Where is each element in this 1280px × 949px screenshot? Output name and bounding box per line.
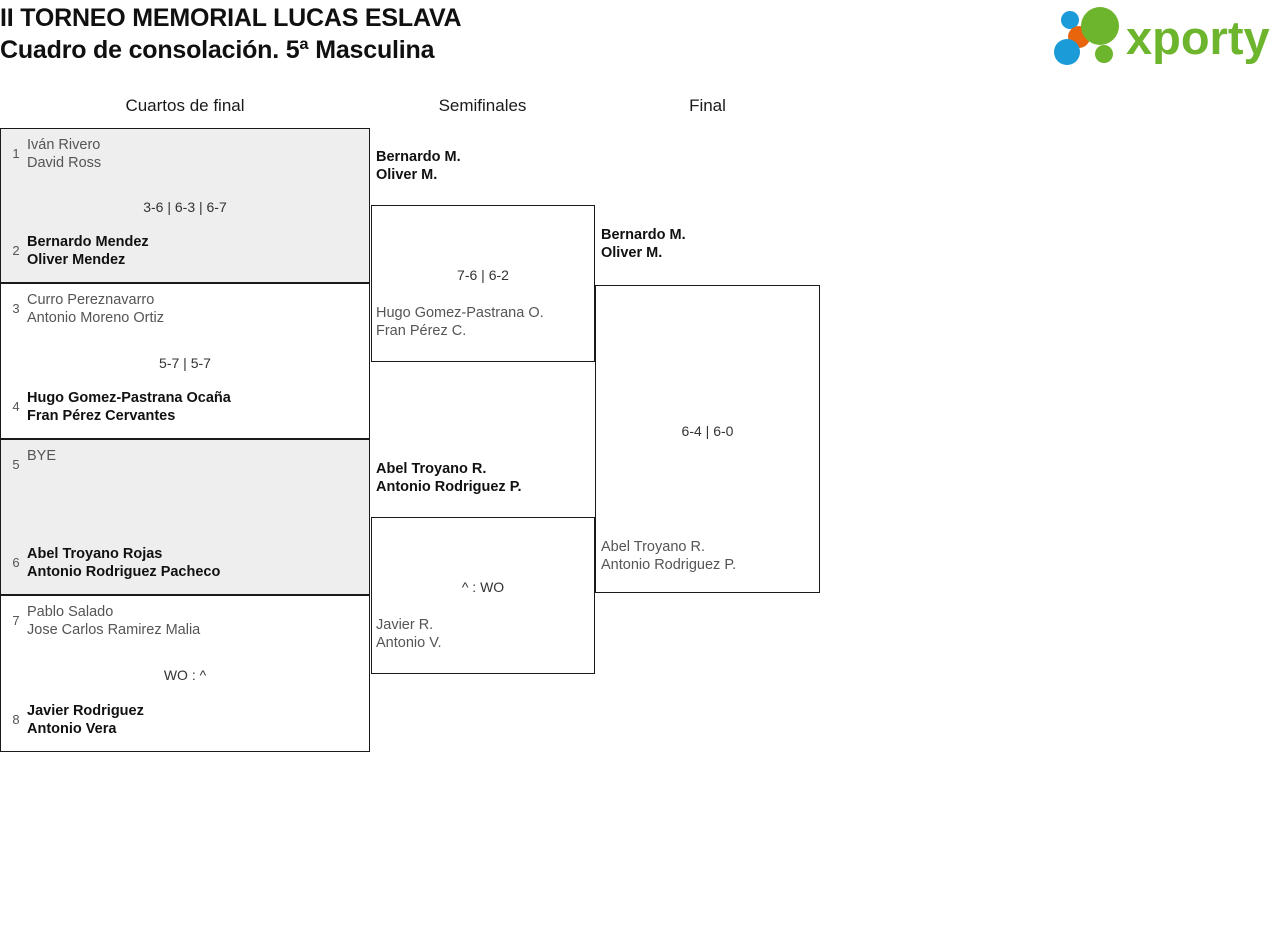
round-header-final: Final xyxy=(689,96,726,115)
player-name: Antonio V. xyxy=(376,635,442,651)
match-final-box[interactable]: 6-4 | 6-0 xyxy=(595,285,820,593)
player-name: Iván Rivero xyxy=(27,137,101,153)
player-name: Antonio Moreno Ortiz xyxy=(27,310,165,326)
match-score: 6-4 | 6-0 xyxy=(681,423,734,439)
qf-1-top-slot[interactable]: 1 Iván Rivero David Ross xyxy=(1,136,369,178)
player-name: Antonio Rodriguez Pacheco xyxy=(27,564,221,580)
seed-number: 7 xyxy=(12,613,20,628)
player-name: Antonio Rodriguez P. xyxy=(376,479,522,495)
qf-4-top-slot[interactable]: 7 Pablo Salado Jose Carlos Ramirez Malia xyxy=(1,603,369,645)
logo-dots-icon xyxy=(1054,7,1119,65)
player-name: Fran Pérez Cervantes xyxy=(27,408,176,424)
tournament-name: II TORNEO MEMORIAL LUCAS ESLAVA xyxy=(0,4,462,32)
player-name: Fran Pérez C. xyxy=(376,323,467,339)
sf-1-top-team[interactable]: Bernardo M. Oliver M. xyxy=(376,148,461,184)
player-name: Curro Pereznavarro xyxy=(27,292,155,308)
team-name: Hugo Gomez-Pastrana Ocaña Fran Pérez Cer… xyxy=(27,389,363,425)
round-header-semifinals: Semifinales xyxy=(438,96,527,115)
seed-number: 8 xyxy=(12,712,20,727)
xporty-logo[interactable]: xporty xyxy=(1048,4,1276,68)
seed-number: 4 xyxy=(12,399,20,414)
bracket-subtitle: Cuadro de consolación. 5ª Masculina xyxy=(0,36,435,64)
player-name: Abel Troyano R. xyxy=(376,461,487,477)
seed-number: 2 xyxy=(12,243,20,258)
player-name: David Ross xyxy=(27,155,102,171)
qf-2-top-slot[interactable]: 3 Curro Pereznavarro Antonio Moreno Orti… xyxy=(1,291,369,333)
team-name: Pablo Salado Jose Carlos Ramirez Malia xyxy=(27,603,363,639)
team-name: Javier Rodriguez Antonio Vera xyxy=(27,702,363,738)
team-name: Bernardo Mendez Oliver Mendez xyxy=(27,233,363,269)
final-bottom-team[interactable]: Abel Troyano R. Antonio Rodriguez P. xyxy=(601,538,736,574)
match-score: ^ : WO xyxy=(461,579,505,595)
player-name: Oliver Mendez xyxy=(27,252,126,268)
player-name: Oliver M. xyxy=(376,167,438,183)
final-top-team[interactable]: Bernardo M. Oliver M. xyxy=(601,226,686,262)
page-title: II TORNEO MEMORIAL LUCAS ESLAVA Cuadro d… xyxy=(0,2,900,66)
seed-number: 3 xyxy=(12,301,20,316)
team-name: Abel Troyano Rojas Antonio Rodriguez Pac… xyxy=(27,545,363,581)
qf-3-bottom-slot[interactable]: 6 Abel Troyano Rojas Antonio Rodriguez P… xyxy=(1,545,369,587)
match-sf-1-box[interactable]: 7-6 | 6-2 xyxy=(371,205,595,362)
team-name: BYE xyxy=(27,447,363,465)
match-score: 7-6 | 6-2 xyxy=(457,267,509,283)
match-qf-4[interactable]: 7 Pablo Salado Jose Carlos Ramirez Malia… xyxy=(0,595,370,752)
player-name: Pablo Salado xyxy=(27,604,114,620)
player-name: Jose Carlos Ramirez Malia xyxy=(27,622,201,638)
player-name: Bernardo M. xyxy=(376,149,461,165)
round-header-quarterfinals: Cuartos de final xyxy=(125,96,245,115)
sf-2-bottom-team[interactable]: Javier R. Antonio V. xyxy=(376,616,442,652)
match-qf-3[interactable]: 5 BYE 6 Abel Troyano Rojas Antonio Rodri… xyxy=(0,439,370,595)
player-name: Antonio Rodriguez P. xyxy=(601,557,737,573)
player-name: Hugo Gomez-Pastrana O. xyxy=(376,305,544,321)
qf-3-top-slot[interactable]: 5 BYE xyxy=(1,447,369,489)
player-name: Javier R. xyxy=(376,617,434,633)
match-qf-2[interactable]: 3 Curro Pereznavarro Antonio Moreno Orti… xyxy=(0,283,370,439)
player-name: Hugo Gomez-Pastrana Ocaña xyxy=(27,390,231,406)
logo-wordmark: xporty xyxy=(1126,11,1270,64)
bracket-area: 1 Iván Rivero David Ross 3-6 | 6-3 | 6-7… xyxy=(0,128,1280,768)
player-name: Oliver M. xyxy=(601,245,663,261)
team-name: Curro Pereznavarro Antonio Moreno Ortiz xyxy=(27,291,363,327)
qf-4-bottom-slot[interactable]: 8 Javier Rodriguez Antonio Vera xyxy=(1,702,369,744)
player-name: Abel Troyano R. xyxy=(601,539,705,555)
match-score: 5-7 | 5-7 xyxy=(159,355,211,371)
player-name: Javier Rodriguez xyxy=(27,703,144,719)
seed-number: 5 xyxy=(12,457,20,472)
player-name: Abel Troyano Rojas xyxy=(27,546,163,562)
player-name: BYE xyxy=(27,448,57,464)
player-name: Bernardo Mendez xyxy=(27,234,149,250)
match-score: WO : ^ xyxy=(163,667,207,683)
seed-number: 6 xyxy=(12,555,20,570)
sf-2-top-team[interactable]: Abel Troyano R. Antonio Rodriguez P. xyxy=(376,460,522,496)
qf-2-bottom-slot[interactable]: 4 Hugo Gomez-Pastrana Ocaña Fran Pérez C… xyxy=(1,389,369,431)
player-name: Antonio Vera xyxy=(27,721,117,737)
match-sf-2-box[interactable]: ^ : WO xyxy=(371,517,595,674)
match-score: 3-6 | 6-3 | 6-7 xyxy=(143,199,227,215)
team-name: Iván Rivero David Ross xyxy=(27,136,363,172)
qf-1-bottom-slot[interactable]: 2 Bernardo Mendez Oliver Mendez xyxy=(1,233,369,275)
sf-1-bottom-team[interactable]: Hugo Gomez-Pastrana O. Fran Pérez C. xyxy=(376,304,544,340)
seed-number: 1 xyxy=(12,146,20,161)
match-qf-1[interactable]: 1 Iván Rivero David Ross 3-6 | 6-3 | 6-7… xyxy=(0,128,370,283)
player-name: Bernardo M. xyxy=(601,227,686,243)
